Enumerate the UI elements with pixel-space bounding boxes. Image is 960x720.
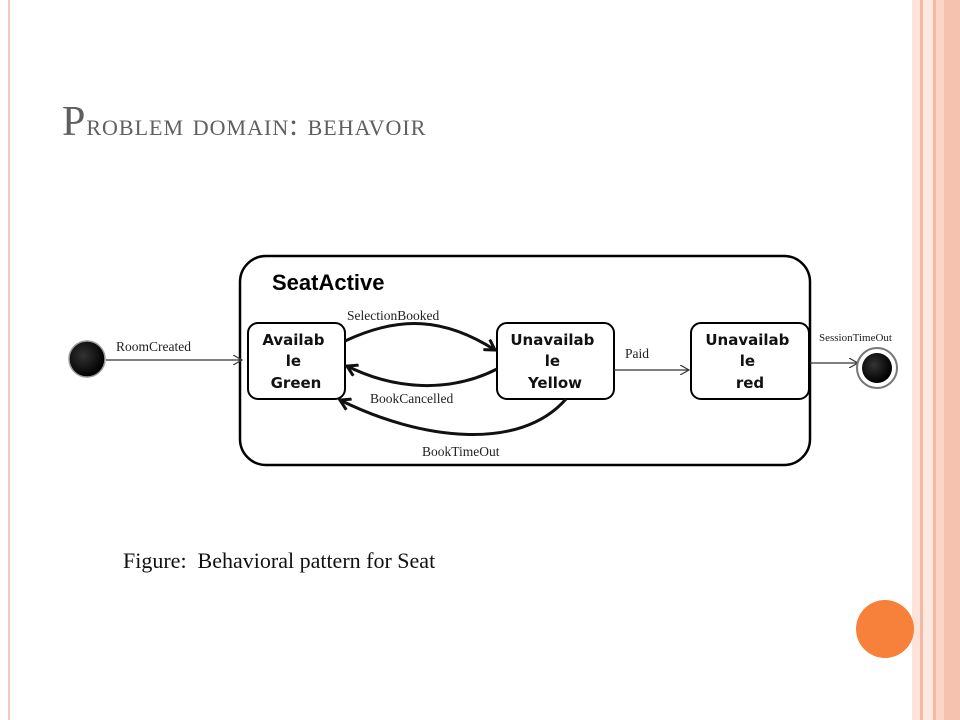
state-available-green-label: Availab le Green	[262, 331, 329, 392]
book-timeout-label: BookTimeOut	[422, 444, 500, 459]
book-timeout-arrow	[340, 399, 568, 436]
book-cancelled-arrow	[347, 366, 498, 388]
band-6	[944, 0, 960, 720]
band-5	[936, 0, 944, 720]
figure-caption: Figure: Behavioral pattern for Seat	[123, 548, 436, 573]
band-4	[933, 0, 936, 720]
selection-booked-arrow	[344, 322, 495, 350]
left-border-line	[8, 0, 10, 720]
superstate-label: SeatActive	[272, 270, 385, 295]
state-3-line-1: Unavailab	[705, 331, 789, 349]
selection-booked-label: SelectionBooked	[347, 308, 439, 323]
state-unavailable-red-label: Unavailab le red	[705, 331, 794, 392]
state-unavailable-red	[690, 322, 810, 400]
final-state-node	[862, 353, 892, 383]
room-created-label: RoomCreated	[116, 339, 191, 354]
state-1-line-1: Availab	[262, 331, 324, 349]
state-3-line-3: red	[736, 374, 764, 392]
state-2-line-3: Yellow	[527, 374, 582, 392]
state-unavailable-yellow	[496, 322, 615, 400]
band-3	[923, 0, 933, 720]
state-unavailable-yellow-label: Unavailab le Yellow	[510, 331, 599, 392]
state-3-line-2: le	[740, 352, 755, 370]
state-available-green	[247, 322, 346, 400]
paid-label: Paid	[625, 346, 649, 361]
slide-title: Problem domain: behavoir	[62, 98, 426, 146]
accent-circle	[856, 600, 914, 658]
band-2	[920, 0, 923, 720]
state-2-line-2: le	[545, 352, 560, 370]
book-cancelled-label: BookCancelled	[370, 391, 453, 406]
band-1	[912, 0, 920, 720]
state-1-line-2: le	[286, 352, 301, 370]
state-2-line-1: Unavailab	[510, 331, 594, 349]
state-1-line-3: Green	[271, 374, 322, 392]
right-decorative-bands	[912, 0, 960, 720]
title-rest: roblem domain: behavoir	[86, 107, 427, 142]
title-initial: P	[62, 99, 87, 145]
initial-state-node	[68, 340, 106, 378]
session-timeout-label: SessionTimeOut	[819, 332, 892, 344]
